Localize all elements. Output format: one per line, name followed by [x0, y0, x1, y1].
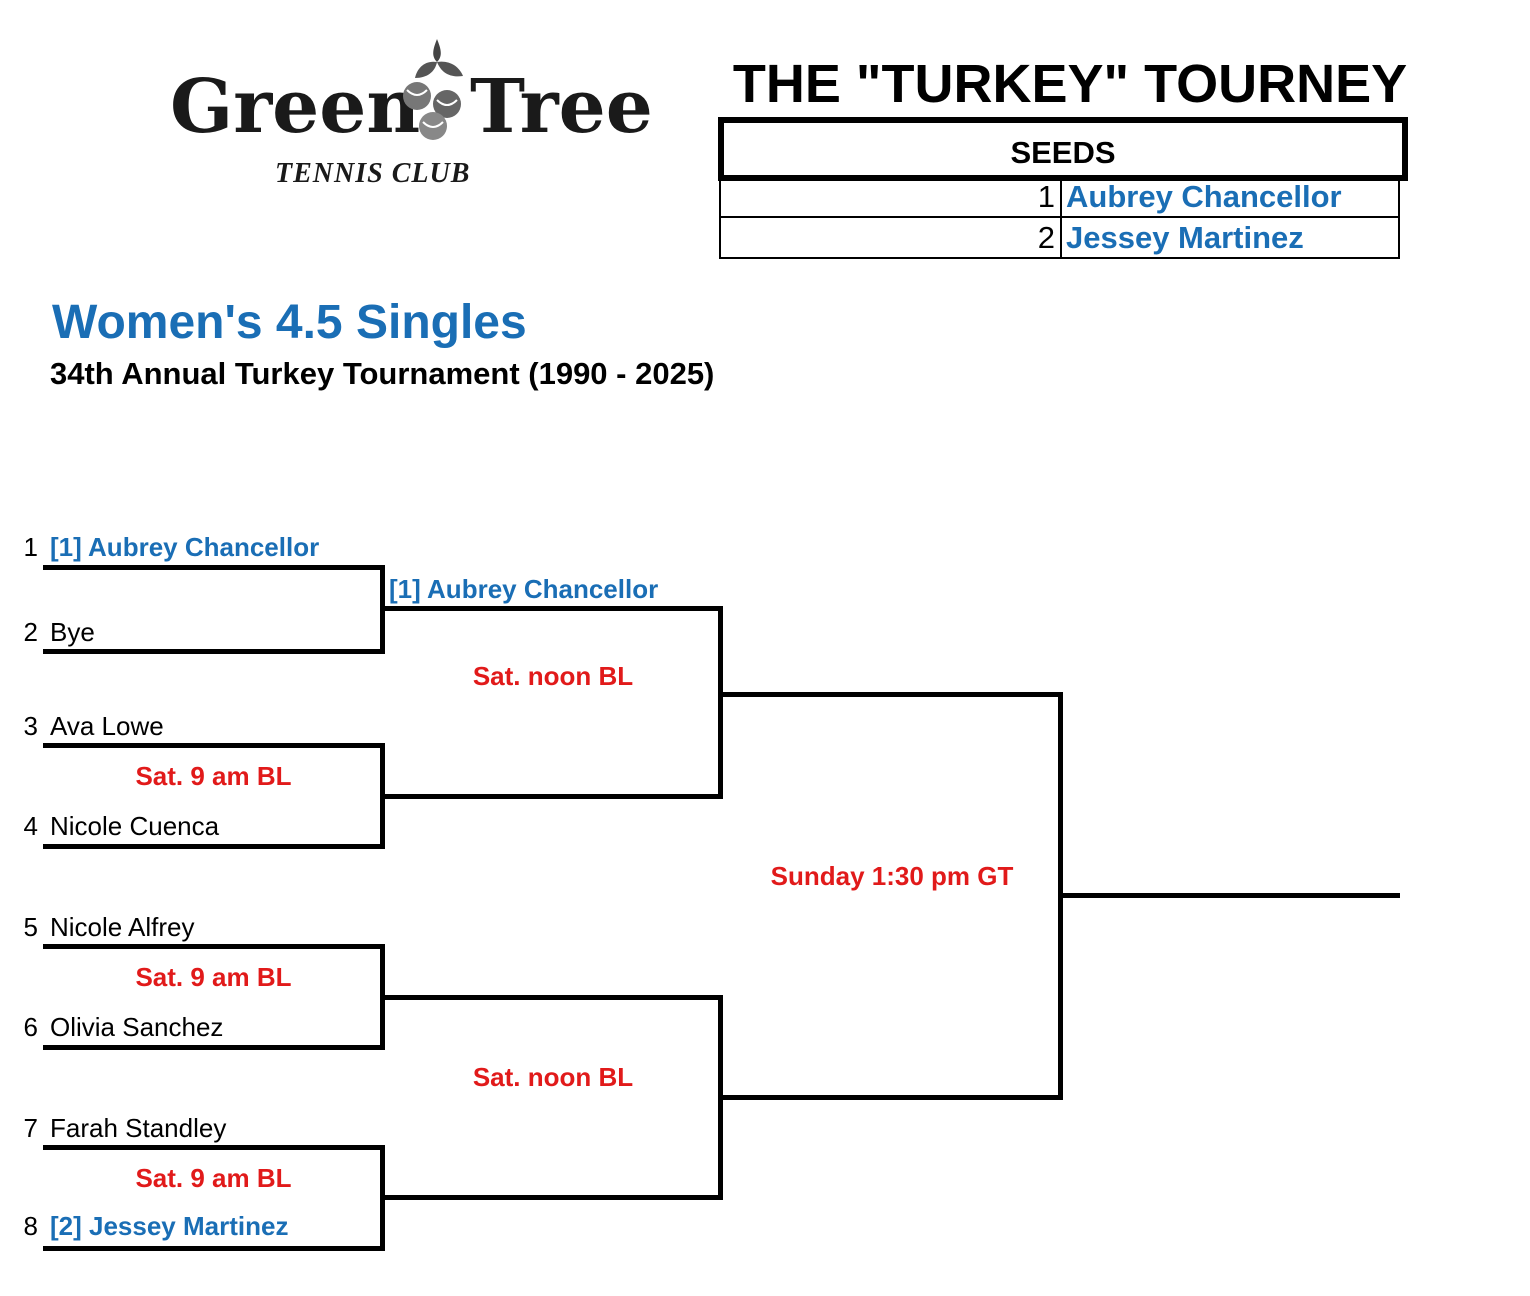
seed-name: Jessey Martinez — [1060, 216, 1400, 259]
entry-number: 4 — [23, 811, 38, 841]
entry-number: 7 — [23, 1113, 38, 1143]
schedule-semi-bottom: Sat. noon BL — [472, 1062, 634, 1092]
bracket-line-final-slot-2 — [718, 1095, 1062, 1100]
event-title: Women's 4.5 Singles — [52, 296, 527, 349]
entry-name: [1] Aubrey Chancellor — [50, 532, 320, 562]
seed-row: 1 Aubrey Chancellor — [719, 175, 1400, 218]
entry-name: Nicole Cuenca — [50, 811, 220, 841]
tourney-title: THE "TURKEY" TOURNEY — [732, 54, 1408, 114]
entry-name: Ava Lowe — [50, 711, 164, 741]
seeds-table: 1 Aubrey Chancellor 2 Jessey Martinez — [719, 175, 1400, 259]
logo-word-green: Green — [170, 64, 421, 150]
bracket-line-slot-8 — [43, 1246, 384, 1251]
entry-number: 1 — [23, 532, 38, 562]
seed-name: Aubrey Chancellor — [1060, 175, 1400, 218]
schedule-final: Sunday 1:30 pm GT — [770, 861, 1014, 891]
schedule-r1-match2: Sat. 9 am BL — [135, 761, 292, 791]
bracket-line-slot-6 — [43, 1045, 384, 1050]
entry-name: Farah Standley — [50, 1113, 227, 1143]
bracket-line-r2-slot-1 — [380, 606, 723, 611]
bracket-line-r2-slot-2 — [380, 794, 723, 799]
bracket-line-r2-slot-3 — [380, 995, 723, 1000]
entry-number: 6 — [23, 1012, 38, 1042]
bracket-line-slot-2 — [43, 649, 384, 654]
entry-number: 3 — [23, 711, 38, 741]
round2-winner-top: [1] Aubrey Chancellor — [389, 574, 659, 604]
entry-number: 2 — [23, 617, 38, 647]
logo-subtitle: TENNIS CLUB — [275, 158, 471, 189]
bracket-line-champion — [1058, 893, 1400, 898]
bracket-connector-semi-top — [718, 606, 723, 799]
schedule-semi-top: Sat. noon BL — [472, 661, 634, 691]
entry-name: Bye — [50, 617, 95, 647]
entry-number: 8 — [23, 1211, 38, 1241]
seed-number: 1 — [719, 175, 1062, 218]
entry-name: [2] Jessey Martinez — [50, 1211, 289, 1241]
bracket-line-slot-5 — [43, 944, 384, 949]
schedule-r1-match4: Sat. 9 am BL — [135, 1163, 292, 1193]
bracket-line-slot-3 — [43, 743, 384, 748]
seed-number: 2 — [719, 216, 1062, 259]
entry-name: Nicole Alfrey — [50, 912, 195, 942]
bracket-line-r2-slot-4 — [380, 1195, 723, 1200]
bracket-line-slot-1 — [43, 565, 384, 570]
entry-name: Olivia Sanchez — [50, 1012, 224, 1042]
tennis-ball-tree-icon — [403, 39, 463, 140]
seeds-header: SEEDS — [718, 117, 1408, 181]
schedule-r1-match3: Sat. 9 am BL — [135, 962, 292, 992]
logo-word-tree: Tree — [470, 64, 653, 150]
club-logo: Green Tree TENNIS CLUB — [165, 30, 653, 200]
entry-number: 5 — [23, 912, 38, 942]
event-subtitle: 34th Annual Turkey Tournament (1990 - 20… — [50, 356, 715, 391]
seed-row: 2 Jessey Martinez — [719, 216, 1400, 259]
bracket-line-final-slot-1 — [718, 692, 1062, 697]
bracket-line-slot-4 — [43, 844, 384, 849]
bracket-line-slot-7 — [43, 1145, 384, 1150]
